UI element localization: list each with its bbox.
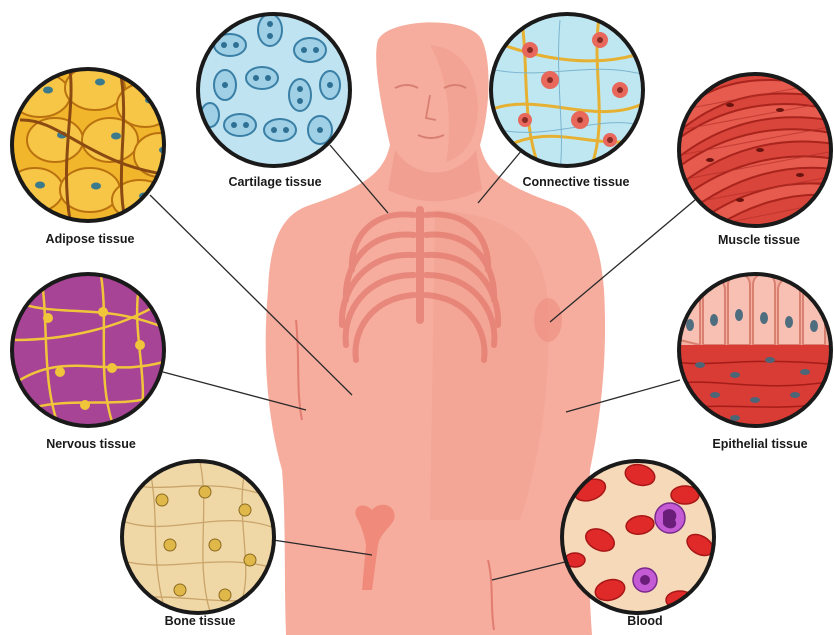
cartilage-tissue-circle bbox=[198, 14, 350, 166]
label-adipose-tissue: Adipose tissue bbox=[46, 232, 135, 246]
connective-tissue-circle bbox=[490, 10, 650, 170]
muscle-tissue-circle bbox=[670, 74, 834, 240]
blood-circle bbox=[562, 461, 717, 613]
label-blood: Blood bbox=[627, 614, 662, 628]
label-connective-tissue: Connective tissue bbox=[523, 175, 630, 189]
adipose-tissue-circle bbox=[7, 66, 186, 221]
label-muscle-tissue: Muscle tissue bbox=[718, 233, 800, 247]
label-bone-tissue: Bone tissue bbox=[165, 614, 236, 628]
nervous-tissue-circle bbox=[10, 270, 170, 430]
label-epithelial-tissue: Epithelial tissue bbox=[712, 437, 807, 451]
label-nervous-tissue: Nervous tissue bbox=[46, 437, 136, 451]
elbow-blush bbox=[534, 298, 562, 342]
epithelial-tissue-circle bbox=[670, 274, 834, 435]
label-cartilage-tissue: Cartilage tissue bbox=[228, 175, 321, 189]
bone-tissue-circle bbox=[120, 461, 280, 613]
